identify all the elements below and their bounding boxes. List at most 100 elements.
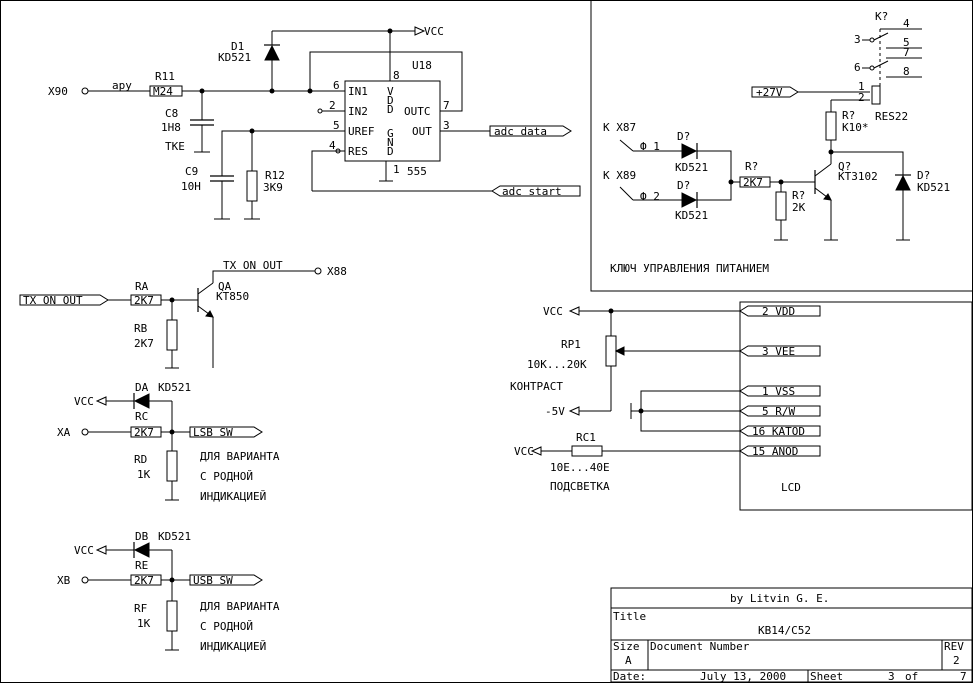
- pin-anod: 15 ANOD: [752, 445, 798, 458]
- podsvetka-label: ПОДСВЕТКА: [550, 480, 610, 493]
- rf-resistor: [166, 600, 178, 632]
- usb-vcc: VCC: [74, 544, 94, 557]
- rb-value: 2K7: [134, 337, 154, 350]
- re-value: 2K7: [134, 574, 154, 587]
- lsb-port-label: LSB SW: [193, 426, 233, 439]
- rd-resistor: [166, 450, 178, 482]
- ra-label: RA: [135, 280, 149, 293]
- lsb-note-1: ДЛЯ ВАРИАНТА: [200, 450, 280, 463]
- rcoil-value: K10*: [842, 121, 869, 134]
- v27-label: +27V: [756, 86, 783, 99]
- kontrast-label: КОНТРАСТ: [510, 380, 563, 393]
- pin-num-7: 7: [443, 99, 450, 112]
- pin-num-2: 2: [329, 99, 336, 112]
- rd-label: RD: [134, 453, 147, 466]
- adc-start-label: adc start: [502, 185, 562, 198]
- pin-num-3: 3: [443, 119, 450, 132]
- db-label: DB: [135, 530, 149, 543]
- of-caption: of: [905, 670, 918, 683]
- x90-label: X90: [48, 85, 68, 98]
- lsb-section: VCC DA KD521 RC XA 2K7 LSB SW RD 1K ДЛЯ …: [57, 381, 280, 503]
- tx-net-label: TX ON OUT: [223, 259, 283, 272]
- of-value: 7: [960, 670, 967, 683]
- tx-on-port: [19, 294, 109, 306]
- rev-caption: REV: [944, 640, 964, 653]
- da-label: DA: [135, 381, 149, 394]
- dc-value: KD521: [917, 181, 950, 194]
- power-key-section: K? 4 3 5 7 6 8 +27V 1 2 RES22 R? K10*: [603, 10, 950, 275]
- vcc-label: VCC: [424, 25, 444, 38]
- c8-value: 1H8: [161, 121, 181, 134]
- lsb-vcc: VCC: [74, 395, 94, 408]
- title-block: by Litvin G. E. Title KB14/C52 Size A Do…: [610, 587, 973, 683]
- da-value: KD521: [675, 161, 708, 174]
- adc-data-label: adc data: [494, 125, 547, 138]
- db-value: KD521: [675, 209, 708, 222]
- pin-d3: D: [387, 145, 394, 158]
- tx-section: TX ON OUT RA 2K7 RB 2K7 X88 TX ON OUT QA…: [19, 259, 347, 369]
- r11-label: R11: [155, 70, 175, 83]
- pin-d1: D: [387, 94, 394, 107]
- res22-label: RES22: [875, 110, 908, 123]
- da-value: KD521: [158, 381, 191, 394]
- relay-p8: 8: [903, 65, 910, 78]
- q-value: KT3102: [838, 170, 878, 183]
- qa-label: QA: [218, 280, 232, 293]
- rc-label: RC: [135, 410, 148, 423]
- rp1-value: 10K...20K: [527, 358, 587, 371]
- usb-section: VCC DB KD521 RE XB 2K7 USB SW RF 1K ДЛЯ …: [57, 530, 280, 653]
- lcd-name: LCD: [781, 481, 801, 494]
- rbase-label: R?: [745, 160, 758, 173]
- usb-note-1: ДЛЯ ВАРИАНТА: [200, 600, 280, 613]
- relay-coil: [871, 85, 881, 105]
- rcoil-resistor: [825, 111, 837, 141]
- relay-p3: 3: [854, 33, 861, 46]
- usb-note-3: ИНДИКАЦИЕЙ: [200, 640, 266, 653]
- relay-p7: 7: [903, 46, 910, 59]
- pin-num-6: 6: [333, 79, 340, 92]
- rpd-resistor: [775, 191, 787, 221]
- c8-label: C8: [165, 107, 178, 120]
- lsb-note-3: ИНДИКАЦИЕЙ: [200, 490, 266, 503]
- pin-res: RES: [348, 145, 368, 158]
- u18-label: U18: [412, 59, 432, 72]
- pin-d2: D: [387, 103, 394, 116]
- usb-port: [189, 574, 263, 586]
- xb-label: XB: [57, 574, 71, 587]
- rp1-pot: [605, 335, 617, 367]
- xa-label: XA: [57, 426, 71, 439]
- pin-vss: 1 VSS: [762, 385, 795, 398]
- coil-p1: 1: [858, 80, 865, 93]
- pin-rw: 5 R/W: [762, 405, 795, 418]
- apu-label: apy: [112, 79, 132, 92]
- u18-chip: [344, 80, 441, 162]
- rc-value: 2K7: [134, 426, 154, 439]
- rc1-value: 10E...40E: [550, 461, 610, 474]
- phi2-label: Ф 2: [640, 190, 660, 203]
- qa-value: KT850: [216, 290, 249, 303]
- pin-num-8: 8: [393, 69, 400, 82]
- docnum-caption: Document Number: [650, 640, 750, 653]
- date-caption: Date:: [613, 670, 646, 683]
- db-label: D?: [677, 179, 690, 192]
- rf-value: 1K: [137, 617, 151, 630]
- relay-p4: 4: [903, 17, 910, 30]
- r11-value: M24: [153, 85, 173, 98]
- q-label: Q?: [838, 160, 851, 173]
- rc1-resistor: [571, 445, 603, 457]
- rev-value: 2: [953, 654, 960, 667]
- rp1-label: RP1: [561, 338, 581, 351]
- pin-n: N: [387, 136, 394, 149]
- usb-port-label: USB SW: [193, 574, 233, 587]
- sheet-value: 3: [888, 670, 895, 683]
- k-x87-label: K X87: [603, 121, 636, 134]
- lcd-block: [739, 301, 973, 511]
- pin-in1: IN1: [348, 85, 368, 98]
- c9-value: 10H: [181, 180, 201, 193]
- rpd-label: R?: [792, 189, 805, 202]
- rf-label: RF: [134, 602, 147, 615]
- pin-num-1: 1: [393, 163, 400, 176]
- size-value: A: [625, 654, 632, 667]
- d1-label: D1: [231, 40, 244, 53]
